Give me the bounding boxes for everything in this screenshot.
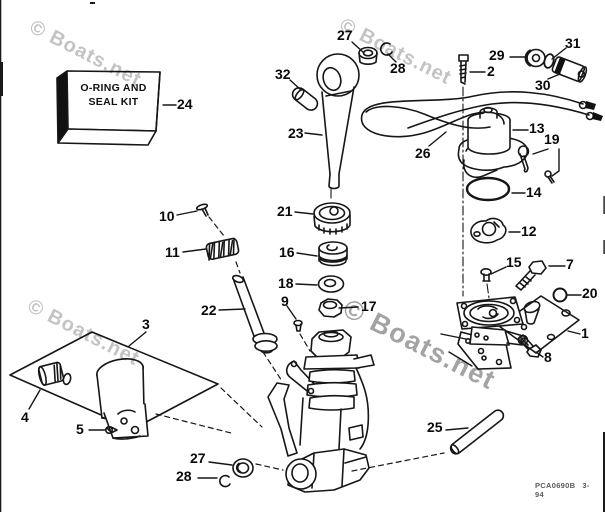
callout-28-upper: 28	[390, 60, 406, 76]
part-14-oring-drawing	[465, 176, 511, 202]
callout-18: 18	[278, 275, 294, 291]
centerline	[330, 86, 490, 299]
part-7-bolt-drawing	[515, 260, 547, 291]
part-17-nut-drawing	[318, 298, 343, 318]
part-11-bushing-drawing	[205, 237, 240, 261]
callout-15: 15	[506, 254, 522, 270]
manifold-assembly-drawing	[456, 296, 529, 370]
callout-14: 14	[526, 184, 542, 200]
part-19-cotter-pin-screw-drawing	[517, 145, 555, 184]
part-24-kit-box-drawing	[56, 70, 161, 146]
callout-32: 32	[275, 66, 291, 82]
kit-box-line2: SEAL KIT	[88, 95, 139, 108]
callout-29: 29	[489, 47, 505, 63]
callout-26: 26	[415, 145, 431, 161]
callout-16: 16	[279, 244, 295, 260]
part-32-pin-drawing	[291, 87, 319, 111]
callout-7: 7	[566, 256, 574, 272]
callout-5: 5	[76, 421, 84, 437]
part-20-oring-drawing	[552, 287, 568, 303]
part-code: PCA0690B	[535, 481, 576, 490]
callout-27-upper: 27	[337, 27, 353, 43]
part-5-screw-drawing	[105, 425, 118, 434]
part-2-bolt-drawing	[458, 54, 469, 85]
callout-24: 24	[177, 96, 193, 112]
callout-27-lower: 27	[190, 450, 206, 466]
callout-3: 3	[142, 316, 150, 332]
part-13-motor-drawing	[457, 106, 528, 178]
part-30-connector-drawing	[551, 56, 588, 83]
part-28-clip-upper-drawing	[379, 42, 393, 56]
part-28-clip-lower-drawing	[219, 474, 231, 488]
part-31-oring-drawing	[543, 53, 555, 69]
part-25-pin-drawing	[449, 409, 505, 455]
part-27-cap-lower-drawing	[232, 458, 254, 478]
housing-drawing	[267, 329, 375, 493]
callout-9: 9	[281, 293, 289, 309]
callout-22: 22	[201, 302, 217, 318]
part-29-grommet-drawing	[524, 48, 546, 68]
callout-12: 12	[521, 223, 537, 239]
part-26-wire-harness-drawing	[360, 91, 603, 138]
part-9-screw-drawing	[293, 319, 303, 332]
part-21-cap-drawing	[313, 202, 351, 235]
revision-date: 3-94	[535, 481, 590, 499]
callout-10: 10	[159, 208, 175, 224]
callout-21: 21	[277, 203, 293, 219]
leader-lines	[28, 41, 582, 479]
callout-19: 19	[544, 131, 560, 147]
part-10-screw-drawing	[195, 203, 209, 217]
callout-2: 2	[487, 63, 495, 79]
callout-11: 11	[165, 244, 180, 260]
callout-4: 4	[21, 409, 29, 425]
kit-box-label: O-RING AND SEAL KIT	[68, 82, 159, 109]
callout-30: 30	[535, 77, 551, 93]
callout-20: 20	[582, 285, 598, 301]
callout-17: 17	[361, 298, 377, 314]
callout-31: 31	[565, 35, 581, 51]
part-4-bushing-oring-drawing	[37, 361, 72, 386]
callout-25: 25	[427, 419, 443, 435]
callout-1: 1	[581, 325, 589, 341]
part-23-tilt-rod-drawing	[316, 53, 360, 190]
kit-box-line1: O-RING AND	[80, 82, 147, 94]
dashed-alignment-lines	[155, 216, 445, 472]
part-16-spool-drawing	[318, 241, 348, 267]
part-12-cap-drawing	[470, 217, 507, 244]
part-27-cap-upper-drawing	[358, 46, 378, 65]
part-15-valve-drawing	[480, 267, 492, 282]
canister-drawing	[96, 358, 149, 440]
part-18-washer-drawing	[317, 275, 345, 293]
callout-23: 23	[288, 125, 304, 141]
callout-8: 8	[544, 349, 552, 365]
part-22-rod-drawing	[231, 274, 278, 354]
callout-28-lower: 28	[176, 468, 192, 484]
callout-13: 13	[529, 120, 545, 136]
